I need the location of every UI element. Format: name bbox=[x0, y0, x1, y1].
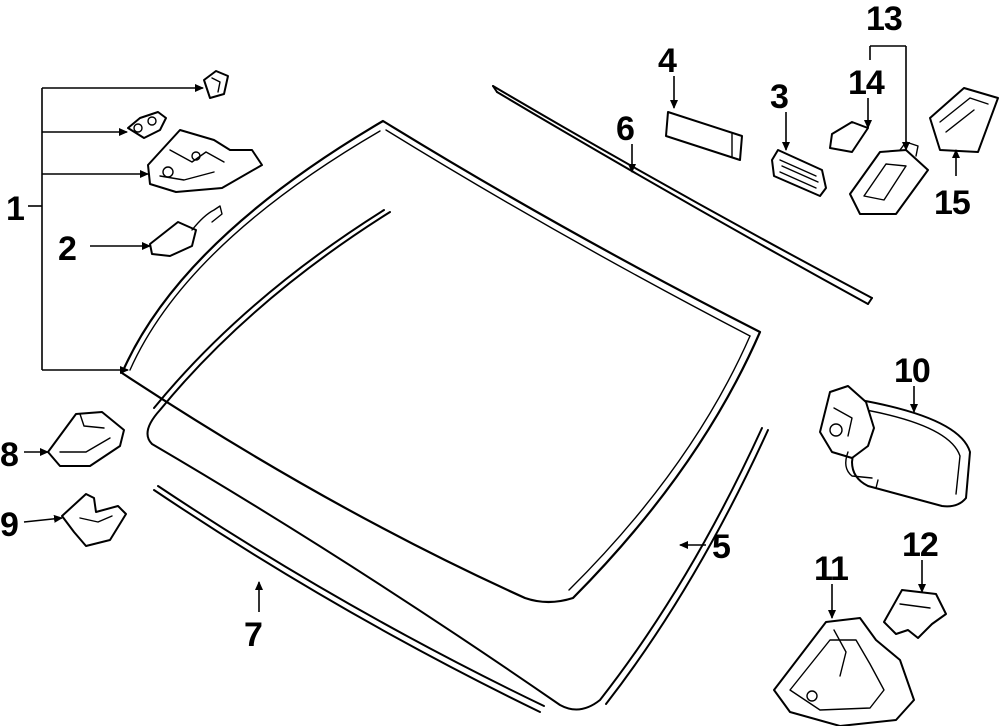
bracket-part-9 bbox=[61, 493, 127, 547]
callout-1-leader bbox=[28, 84, 204, 374]
sensor-part-2 bbox=[149, 205, 223, 257]
tape-part-4 bbox=[665, 111, 743, 161]
callout-2: 2 bbox=[58, 230, 76, 268]
housing-part-11 bbox=[773, 617, 915, 726]
callout-12: 12 bbox=[902, 526, 938, 564]
moulding-5 bbox=[146, 209, 769, 711]
sensor-clip-part bbox=[127, 111, 167, 139]
callout-3: 3 bbox=[770, 78, 788, 116]
callout-9-leader bbox=[23, 514, 63, 523]
callout-13: 13 bbox=[866, 0, 902, 38]
callout-8: 8 bbox=[0, 436, 18, 474]
callout-15: 15 bbox=[934, 184, 970, 222]
callout-13-leader bbox=[869, 45, 910, 151]
mirror-base-bracket-part bbox=[147, 129, 263, 193]
callout-5: 5 bbox=[712, 528, 730, 566]
mirror-part-10 bbox=[819, 385, 971, 508]
pad-part-14 bbox=[829, 121, 869, 153]
callout-14: 14 bbox=[848, 64, 885, 102]
sensor-housing-part-13 bbox=[849, 141, 929, 215]
callout-4: 4 bbox=[658, 42, 677, 80]
callout-9: 9 bbox=[0, 506, 18, 544]
callout-11: 11 bbox=[814, 550, 848, 588]
callout-7: 7 bbox=[244, 616, 262, 654]
cover-part-15 bbox=[929, 87, 999, 153]
callout-10: 10 bbox=[894, 352, 930, 390]
cover-part-3 bbox=[771, 149, 827, 197]
moulding-6 bbox=[492, 85, 873, 305]
callout-1: 1 bbox=[6, 190, 24, 228]
callout-6: 6 bbox=[616, 110, 634, 148]
bracket-part-8 bbox=[47, 411, 125, 467]
moulding-7 bbox=[153, 485, 545, 713]
clip-part bbox=[203, 70, 229, 99]
bracket-part-12 bbox=[883, 589, 947, 639]
windshield-glass bbox=[120, 119, 762, 604]
